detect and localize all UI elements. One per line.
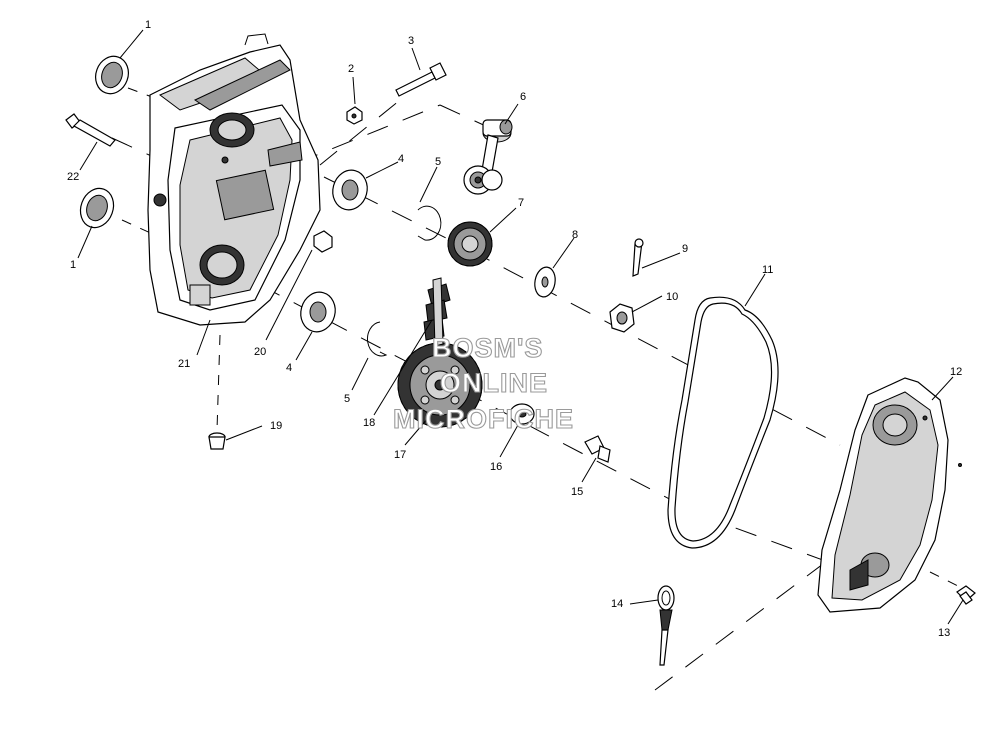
callout-15: 15: [571, 486, 583, 498]
castle-nut: [609, 303, 635, 333]
callout-8: 8: [572, 229, 578, 241]
snap-ring-upper: [417, 205, 442, 241]
watermark-line-1: BOSM'S: [432, 333, 543, 363]
callout-21: 21: [178, 358, 190, 370]
callout-19: 19: [270, 420, 282, 432]
chaincase-gasket: [667, 296, 779, 549]
drive-chain: [423, 277, 451, 347]
callout-7: 7: [518, 197, 524, 209]
nut-20: [313, 230, 333, 253]
washer-16: [509, 403, 535, 425]
callout-11: 11: [762, 264, 773, 276]
chaincase-housing: [147, 33, 321, 326]
callout-12: 12: [950, 366, 962, 378]
callout-9: 9: [682, 243, 688, 255]
dipstick: [657, 585, 675, 666]
nut-2: [346, 106, 363, 125]
sprocket-small: [447, 221, 493, 267]
callout-2: 2: [348, 63, 354, 75]
callout-17: 17: [394, 449, 406, 461]
watermark: BOSM'S ONLINE MICROFICHE: [392, 332, 574, 434]
bearing-upper: [332, 169, 368, 211]
callout-22: 22: [67, 171, 79, 183]
cotter-pin: [632, 238, 644, 277]
callout-1-upper: 1: [145, 19, 151, 31]
drain-plug: [208, 432, 226, 450]
callout-6: 6: [520, 91, 526, 103]
callout-1-lower: 1: [70, 259, 76, 271]
chaincase-cover: [817, 377, 962, 613]
callout-10: 10: [666, 291, 678, 303]
watermark-line-2: ONLINE: [440, 368, 548, 398]
leader-lines: [77, 29, 964, 625]
cover-bolt: [956, 585, 976, 605]
sprocket-large: [397, 342, 483, 428]
callout-4-upper: 4: [398, 153, 404, 165]
callout-3: 3: [408, 35, 414, 47]
tensioner-arm: [463, 119, 513, 195]
bearing-lower: [300, 291, 336, 333]
seal-lower: [79, 187, 115, 229]
watermark-line-3: MICROFICHE: [393, 404, 574, 434]
callout-16: 16: [490, 461, 502, 473]
bolt-3: [395, 62, 447, 97]
callout-4-lower: 4: [286, 362, 292, 374]
callout-5-upper: 5: [435, 156, 441, 168]
callout-14: 14: [611, 598, 623, 610]
callout-13: 13: [938, 627, 950, 639]
snap-ring-lower: [367, 321, 388, 357]
callout-18: 18: [363, 417, 375, 429]
bolt-22: [65, 113, 116, 147]
callout-labels: 1 2 3 4 5 6 7 8 9 10 11 12 13 14 15 16 1…: [67, 19, 962, 639]
bolt-15: [584, 435, 611, 463]
washer-8: [534, 266, 556, 298]
seal-upper: [95, 55, 129, 95]
callout-5-lower: 5: [344, 393, 350, 405]
callout-20: 20: [254, 346, 266, 358]
